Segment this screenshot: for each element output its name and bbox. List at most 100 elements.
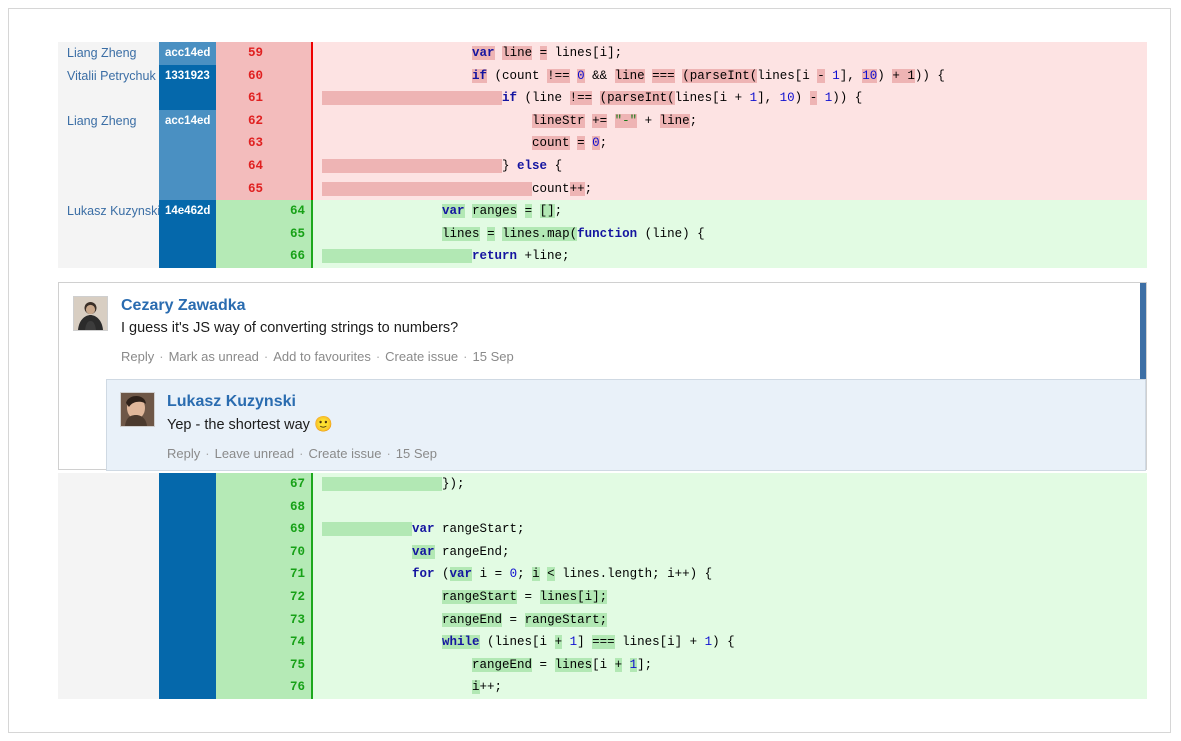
diff-row[interactable]: 75 rangeEnd = lines[i + 1]; [58,653,1147,677]
code-token: )) { [832,91,863,106]
diff-row[interactable]: 76 i++; [58,676,1147,699]
action-reply[interactable]: Reply [121,349,155,364]
diff-row[interactable]: 71 for (var i = 0; i < lines.length; i++… [58,563,1147,586]
diff-row-line-number: 74 [216,631,311,654]
diff-row-commit-hash[interactable] [159,473,216,496]
diff-row-commit-hash[interactable] [159,585,216,609]
code-token [322,545,412,559]
diff-row-code: var rangeEnd; [311,540,1147,564]
diff-row-author [58,540,159,564]
code-token: + [554,635,563,650]
code-token: = [539,46,548,60]
code-token: ; [554,204,563,219]
diff-row-commit-hash[interactable] [159,653,216,677]
diff-row[interactable]: 69 var rangeStart; [58,518,1147,541]
code-token: = [532,657,555,672]
diff-row[interactable]: 70 var rangeEnd; [58,540,1147,564]
diff-row[interactable]: 74 while (lines[i + 1] === lines[i] + 1)… [58,631,1147,654]
code-token: ( [434,567,450,582]
code-token: + [614,657,623,672]
diff-row-commit-hash[interactable] [159,222,216,246]
code-token: lines[i] + [614,635,705,650]
action-create-issue[interactable]: Create issue [308,446,382,461]
diff-row[interactable]: 73 rangeEnd = rangeStart; [58,608,1147,632]
diff-row-commit-hash[interactable] [159,177,216,201]
action-create-issue[interactable]: Create issue [385,349,459,364]
diff-row[interactable]: 72 rangeStart = lines[i]; [58,585,1147,609]
diff-row-commit-hash[interactable] [159,631,216,654]
diff-row[interactable]: 61 if (line !== (parseInt(lines[i + 1], … [58,87,1147,110]
code-token [532,46,540,60]
comment-author[interactable]: Cezary Zawadka [121,297,246,314]
reply-text: Yep - the shortest way 🙂 [167,414,1131,436]
diff-row-commit-hash[interactable] [159,245,216,268]
code-token: - [809,91,818,106]
diff-row-commit-hash[interactable] [159,563,216,586]
diff-row-commit-hash[interactable] [159,518,216,541]
reply-text-content: Yep - the shortest way [167,417,310,433]
diff-row[interactable]: 65 lines = lines.map(function (line) { [58,222,1147,246]
code-token: < [547,567,555,582]
code-token: } [502,158,518,173]
code-token [495,227,503,241]
code-token: var [412,522,435,537]
code-token: while [442,635,480,650]
diff-row-commit-hash[interactable]: acc14ed [159,109,216,133]
diff-row-commit-hash[interactable] [159,540,216,564]
code-token: 1 [629,657,638,672]
code-token: line [614,68,645,83]
diff-row[interactable]: 67 }); [58,473,1147,496]
action-reply[interactable]: Reply [167,446,201,461]
diff-row-commit-hash[interactable] [159,132,216,155]
action-separator: · [299,446,304,461]
avatar[interactable] [120,392,155,427]
code-token [480,227,488,241]
diff-row-author [58,631,159,654]
code-token: = [524,204,533,219]
code-token: 1 [749,91,758,106]
diff-row-line-number: 70 [216,540,311,564]
code-token: ]; [637,657,653,672]
action-leave-unread[interactable]: Leave unread [214,446,295,461]
diff-row-commit-hash[interactable] [159,154,216,178]
diff-row[interactable]: 64 } else { [58,154,1147,178]
code-token [322,114,532,128]
code-token: lines [442,226,480,241]
avatar[interactable] [73,296,108,331]
diff-row-commit-hash[interactable] [159,495,216,519]
action-add-to-favourites[interactable]: Add to favourites [273,349,371,364]
action-mark-as-unread[interactable]: Mark as unread [168,349,259,364]
reply-author[interactable]: Lukasz Kuzynski [167,393,296,410]
diff-row-commit-hash[interactable] [159,608,216,632]
diff-row-code: if (line !== (parseInt(lines[i + 1], 10)… [311,87,1147,110]
diff-row-author: Liang Zheng [58,109,159,133]
diff-row-line-number: 64 [216,154,311,178]
diff-row[interactable]: 68 [58,495,1147,519]
diff-row-author [58,245,159,268]
code-token [592,91,600,105]
diff-row-commit-hash[interactable]: 1331923 [159,64,216,88]
diff-row-author [58,608,159,632]
code-token: 0 [509,567,518,582]
diff-row[interactable]: 63 count = 0; [58,132,1147,155]
diff-row-commit-hash[interactable]: 14e462d [159,200,216,223]
diff-row[interactable]: 65 count++; [58,177,1147,201]
code-token: i = [472,567,510,582]
diff-row-code: if (count !== 0 && line === (parseInt(li… [311,64,1147,88]
diff-row-commit-hash[interactable] [159,676,216,699]
diff-row-code: rangeEnd = lines[i + 1]; [311,653,1147,677]
diff-row-line-number: 75 [216,653,311,677]
code-token: 1 [569,635,578,650]
diff-row-commit-hash[interactable] [159,87,216,110]
code-token [322,91,503,106]
code-token [322,227,442,241]
code-token: (parseInt( [682,68,758,83]
diff-row[interactable]: 66 return +line; [58,245,1147,268]
diff-row-commit-hash[interactable]: acc14ed [159,42,216,65]
code-token [322,249,473,264]
